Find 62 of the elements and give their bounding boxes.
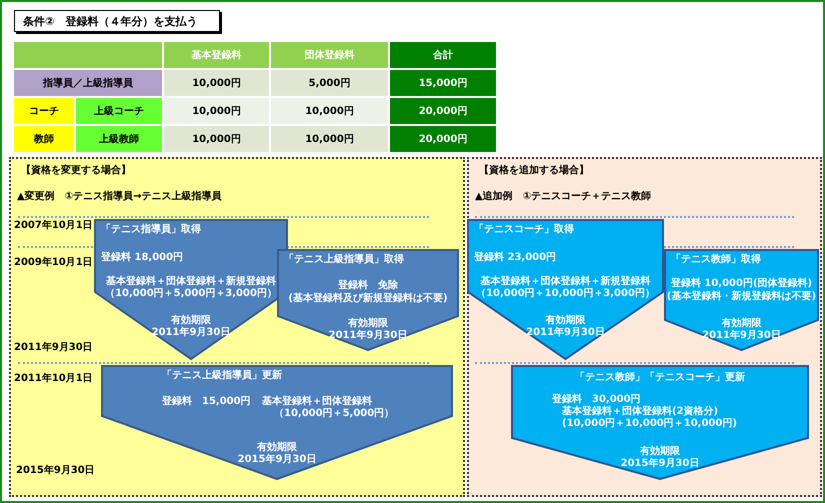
date-label: 2009年10月1日	[14, 256, 93, 269]
node-text: 基本登録料＋団体登録料	[262, 396, 372, 408]
table-cell: 5,000円	[271, 70, 388, 96]
example-text: ▲変更例 ①テニス指導員→テニス上級指導員	[17, 189, 222, 203]
node-text: 登録料 23,000円	[474, 252, 556, 264]
node-text: 「テニス指導員」取得	[101, 224, 201, 236]
node-text: 基本登録料＋団体登録料(2資格分)	[562, 406, 718, 418]
node-text: (10,000円＋10,000円＋10,000円)	[562, 418, 737, 430]
table-cell: 基本登録料	[164, 42, 269, 68]
table-cell: 合計	[390, 42, 496, 68]
node-text: 「テニス上級指導員」更新	[161, 370, 283, 382]
table-cell: 20,000円	[390, 98, 496, 124]
node-text: （10,000円＋5,000円＋3,000円）	[104, 288, 278, 300]
panel-heading: 【資格を追加する場合】	[479, 164, 589, 177]
node-text: 有効期限	[346, 318, 389, 330]
node-text: 有効期限	[256, 442, 298, 454]
table-cell: コーチ	[14, 98, 74, 124]
node-text: 登録料 30,000円	[552, 394, 641, 406]
section-panel	[467, 157, 822, 497]
node-text: 2011年9月30日	[150, 327, 232, 339]
date-label: 2015年9月30日	[16, 464, 95, 477]
node-text: 「テニスコーチ」取得	[474, 224, 574, 236]
node-text: 登録料 15,000円	[162, 396, 251, 408]
node-text: 有効期限	[170, 315, 212, 326]
table-cell: 上級コーチ	[76, 98, 162, 124]
node-text: (基本登録料・新規登録料は不要)	[666, 291, 818, 303]
node-text: 基本登録料＋団体登録料＋新規登録料	[105, 276, 277, 288]
table-cell: 10,000円	[271, 98, 388, 124]
date-label: 2007年10月1日	[14, 218, 93, 232]
node-text: 登録料 10,000円(団体登録料)	[670, 278, 814, 290]
table-cell: 10,000円	[164, 126, 269, 152]
node-text: 「テニス上級指導員」取得	[284, 254, 404, 266]
node-text: 有効期限	[638, 446, 681, 458]
table-cell: 15,000円	[390, 70, 496, 96]
node-text: 登録料 18,000円	[101, 252, 184, 264]
table-cell: 10,000円	[271, 126, 388, 152]
node-text: 「テニス教師」「テニスコーチ」更新	[574, 372, 746, 384]
table-cell: 上級教師	[76, 126, 162, 152]
node-text: 有効期限	[544, 315, 586, 326]
date-label: 2011年10月1日	[14, 372, 93, 385]
node-text: 登録料 免除	[336, 280, 399, 292]
table-cell: 教師	[14, 126, 74, 152]
section-panel	[9, 157, 465, 497]
date-label: 2011年9月30日	[14, 340, 93, 354]
table-cell: 団体登録料	[271, 42, 388, 68]
table-cell: 10,000円	[164, 70, 269, 96]
node-text: (基本登録料及び新規登録料は不要)	[287, 293, 449, 305]
node-text: 2015年9月30日	[620, 458, 700, 470]
node-text: 有効期限	[720, 318, 762, 330]
node-text: （10,000円＋5,000円）	[274, 408, 394, 420]
table-cell: 20,000円	[390, 126, 496, 152]
node-text: 2015年9月30日	[236, 454, 318, 466]
node-text: 「テニス教師」取得	[671, 254, 761, 266]
title-box: 条件② 登録料（４年分）を支払う	[14, 10, 220, 32]
panel-heading: 【資格を変更する場合】	[21, 163, 131, 177]
node-text: （10,000円＋10,000円＋3,000円）	[475, 288, 656, 300]
table-cell: 指導員／上級指導員	[14, 70, 162, 96]
node-text: 2011年9月30日	[525, 327, 606, 339]
example-text: ▲追加例 ①テニスコーチ＋テニス教師	[475, 190, 652, 203]
node-text: 2011年9月30日	[328, 330, 408, 342]
node-text: 基本登録料＋団体登録料＋新規登録料	[480, 276, 652, 288]
table-cell: 10,000円	[164, 98, 269, 124]
